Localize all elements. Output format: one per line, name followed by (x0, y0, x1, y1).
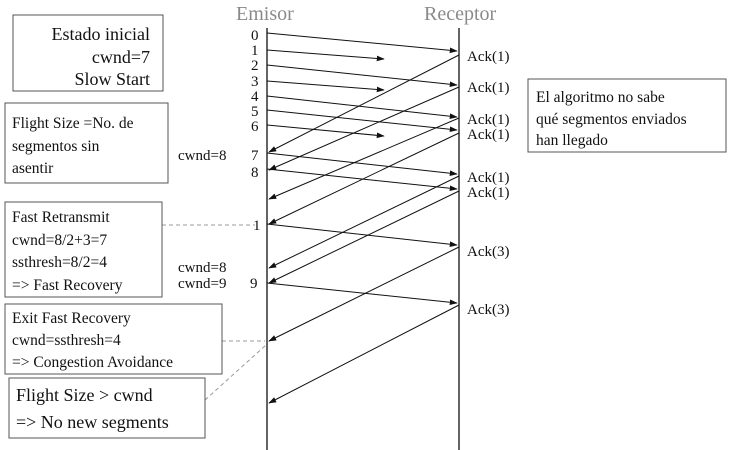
fast-retransmit-line-4: => Fast Recovery (12, 277, 123, 294)
initial-state-box: Estado inicial cwnd=7 Slow Start (12, 14, 164, 92)
segment-3-lost-arrow (266, 80, 385, 93)
exit-fast-recovery-line-1: Exit Fast Recovery (12, 310, 131, 327)
seg-label-4: 4 (251, 89, 259, 105)
seg-label-2: 2 (251, 58, 259, 74)
ack-f-arrow (268, 190, 460, 284)
sender-labels: 0 1 2 3 4 5 6 cwnd=8 7 8 1 cwnd=8 cwnd=9… (178, 28, 261, 292)
flight-size-definition-box: Flight Size =No. de segmentos sin asenti… (4, 102, 169, 184)
seg-label-6: 6 (251, 119, 259, 135)
flight-size-def-line-3: asentir (12, 160, 54, 177)
exit-fast-recovery-box: Exit Fast Recovery cwnd=ssthresh=4 => Co… (4, 303, 223, 375)
seg-label-5: 5 (251, 104, 259, 120)
fast-retransmit-line-2: cwnd=8/2+3=7 (12, 232, 107, 249)
ack-e-arrow (268, 175, 460, 269)
ack-label-b: Ack(1) (467, 80, 509, 96)
segment-9-arrow (266, 282, 458, 306)
flight-size-def-line-1: Flight Size =No. de (12, 115, 134, 132)
retx-label-1: 1 (253, 218, 261, 234)
segment-6-lost-arrow (266, 124, 385, 139)
segment-2-arrow (266, 64, 458, 88)
retransmit-1-arrow (266, 223, 458, 247)
initial-state-mode: Slow Start (74, 69, 150, 89)
sender-header: Emisor (236, 3, 294, 25)
exit-fast-recovery-line-3: => Congestion Avoidance (12, 354, 173, 371)
segment-4-arrow (266, 95, 458, 119)
flight-size-exceeds-line-2: => No new segments (16, 412, 169, 432)
seg-label-1: 1 (251, 43, 259, 59)
algorithm-note-box: El algoritmo no sabe qué segmentos envia… (527, 78, 727, 153)
ack-label-c: Ack(1) (467, 112, 509, 128)
seg-label-3: 3 (251, 74, 259, 90)
ack-d-arrow (268, 132, 460, 225)
ack-label-h: Ack(3) (467, 302, 509, 318)
ack-h-arrow (268, 304, 460, 404)
ack-b-arrow (268, 86, 460, 171)
cwnd-label-a: cwnd=8 (178, 148, 226, 164)
ack-label-d: Ack(1) (467, 127, 509, 143)
flight-size-exceeds-box: Flight Size > cwnd => No new segments (8, 377, 206, 439)
ack-label-a: Ack(1) (467, 49, 509, 65)
cwnd-label-b: cwnd=8 (178, 260, 226, 276)
ack-label-f: Ack(1) (467, 185, 509, 201)
fast-retransmit-line-1: Fast Retransmit (12, 209, 110, 226)
initial-state-cwnd: cwnd=7 (92, 47, 150, 67)
segment-1-lost-arrow (266, 49, 385, 62)
flight-size-def-line-2: segmentos sin (12, 138, 100, 155)
segment-7-arrow (266, 152, 458, 176)
receiver-labels: Ack(1) Ack(1) Ack(1) Ack(1) Ack(1) Ack(1… (467, 49, 509, 318)
ack-c-arrow (268, 117, 460, 200)
ack-g-arrow (268, 246, 460, 342)
seg-label-7: 7 (251, 148, 259, 164)
ack-a-arrow (268, 54, 460, 153)
fast-retransmit-box: Fast Retransmit cwnd=8/2+3=7 ssthresh=8/… (4, 201, 163, 298)
initial-state-title: Estado inicial (52, 24, 150, 44)
fast-retransmit-line-3: ssthresh=8/2=4 (12, 254, 107, 271)
segment-5-arrow (266, 109, 458, 133)
algorithm-note-line-2: qué segmentos enviados (536, 111, 687, 128)
seg-label-8: 8 (251, 165, 259, 181)
ack-label-g: Ack(3) (467, 244, 509, 260)
flight-size-exceeds-line-1: Flight Size > cwnd (16, 385, 153, 405)
exit-fast-recovery-line-2: cwnd=ssthresh=4 (12, 332, 121, 349)
algorithm-note-line-1: El algoritmo no sabe (536, 89, 665, 106)
segment-0-arrow (266, 32, 458, 54)
receiver-header: Receptor (424, 3, 497, 25)
algorithm-note-line-3: han llegado (536, 132, 608, 149)
seg-label-0: 0 (251, 28, 259, 44)
seg-label-9: 9 (250, 276, 258, 292)
cwnd-label-c: cwnd=9 (178, 276, 226, 292)
ack-label-e: Ack(1) (467, 170, 509, 186)
